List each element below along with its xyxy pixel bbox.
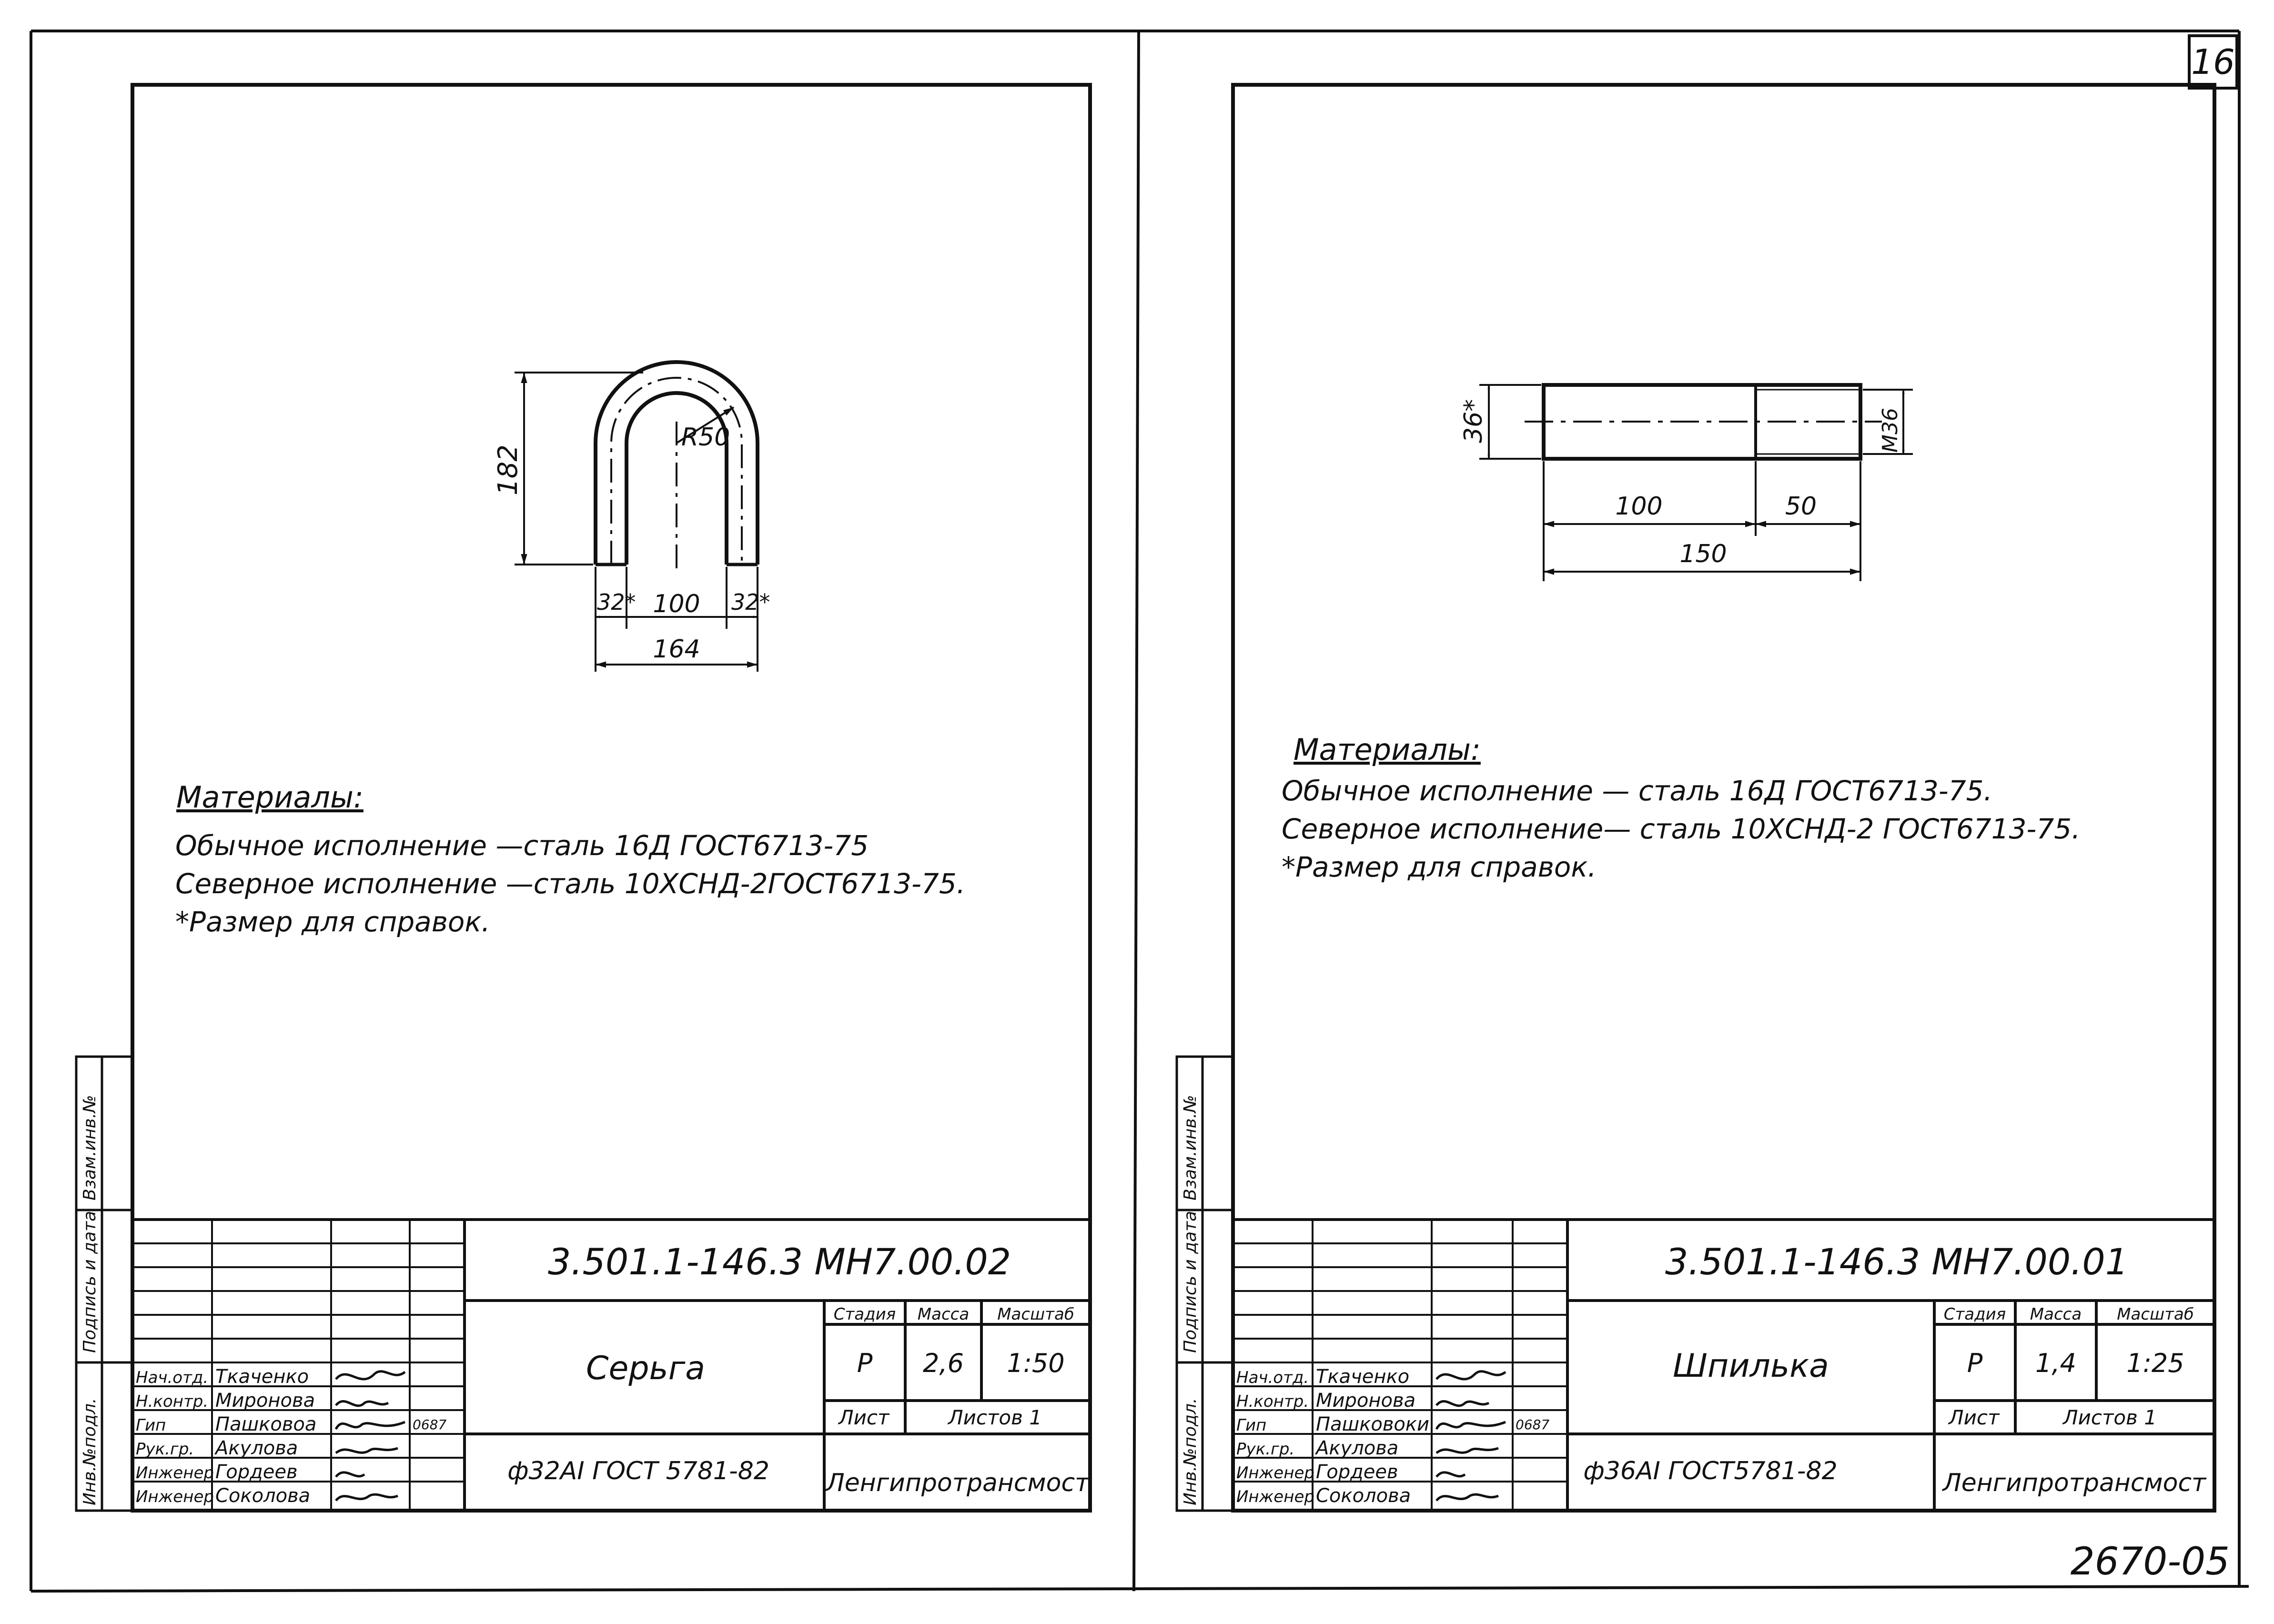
left-scale: 1:50 [1007, 1348, 1064, 1378]
left-name-5: Гордеев [215, 1461, 298, 1483]
right-stamp-label-3: Инв.№подл. [1181, 1398, 1200, 1505]
right-role-3: Гип [1236, 1416, 1266, 1435]
left-frame [131, 83, 1092, 1513]
dim-leg-right: 32* [731, 589, 770, 615]
left-mass: 2,6 [923, 1348, 964, 1378]
left-designation: 3.501.1-146.3 МН7.00.02 [548, 1241, 1011, 1283]
right-role-1: Нач.отд. [1236, 1368, 1309, 1387]
right-mass: 1,4 [2035, 1348, 2076, 1378]
right-title-block: 3.501.1-146.3 МН7.00.01 Шпилька ф36АI ГО… [1233, 1218, 2214, 1511]
dim-radius-r50: R50 [681, 423, 730, 452]
left-sheet-label: Лист [838, 1406, 890, 1429]
dim-length-100: 100 [1615, 492, 1662, 521]
dim-overall-150: 150 [1679, 540, 1727, 568]
archive-number: 2670-05 [2071, 1539, 2230, 1584]
left-sheet: Взам.инв.№ Подпись и дата Инв.№подл. 182… [75, 83, 1092, 1513]
left-date-code: 0687 [413, 1417, 446, 1432]
left-hdr-scale: Масштаб [997, 1305, 1074, 1324]
right-name-5: Гордеев [1316, 1461, 1398, 1483]
stud-dimensions [1479, 384, 1913, 581]
left-sheets-label: Листов 1 [947, 1406, 1042, 1429]
left-role-1: Нач.отд. [136, 1368, 208, 1387]
dim-length-50: 50 [1785, 492, 1817, 521]
right-designation: 3.501.1-146.3 МН7.00.01 [1665, 1241, 2128, 1283]
right-date-code: 0687 [1516, 1417, 1549, 1432]
sheet-number-box: 16 [2188, 34, 2238, 90]
right-name-1: Ткаченко [1316, 1366, 1409, 1388]
right-stamp-label-2: Подпись и дата [1181, 1211, 1200, 1353]
left-name-4: Акулова [214, 1437, 298, 1459]
right-sheet: Взам.инв.№ Подпись и дата Инв.№подл. 36* [1175, 83, 2216, 1513]
left-name-1: Ткаченко [215, 1366, 309, 1388]
left-organization: Ленгипротрансмост [825, 1469, 1090, 1497]
right-materials-line3: *Размер для справок. [1282, 851, 1597, 883]
left-materials-heading: Материалы: [176, 780, 364, 815]
right-role-6: Инженер [1236, 1487, 1314, 1506]
right-frame [1231, 83, 2216, 1513]
right-materials-line1: Обычное исполнение — сталь 16Д ГОСТ6713-… [1282, 775, 1992, 807]
dim-leg-left: 32* [597, 589, 636, 615]
left-role-2: Н.контр. [136, 1392, 208, 1411]
right-scale: 1:25 [2126, 1348, 2184, 1378]
right-name-6: Соколова [1316, 1485, 1411, 1507]
left-name-3: Пашковоа [215, 1413, 316, 1435]
dim-overall-164: 164 [653, 635, 700, 664]
sheet-number: 16 [2191, 42, 2235, 82]
right-sheet-label: Лист [1948, 1406, 2000, 1429]
left-side-stamp [75, 1055, 134, 1512]
dim-gap-100: 100 [653, 590, 700, 618]
left-name-6: Соколова [215, 1485, 310, 1507]
left-materials: Материалы: Обычное исполнение —сталь 16Д… [175, 780, 965, 938]
left-signatures [334, 1370, 406, 1502]
stud-drawing [1525, 383, 1882, 461]
right-organization: Ленгипротрансмост [1942, 1469, 2207, 1497]
right-hdr-mass: Масса [2030, 1305, 2082, 1324]
left-role-4: Рук.гр. [136, 1440, 194, 1459]
shackle-dimensions [515, 372, 758, 672]
dim-diameter-36: 36* [1459, 399, 1488, 443]
right-role-2: Н.контр. [1236, 1392, 1309, 1411]
right-materials-line2: Северное исполнение— сталь 10ХСНД-2 ГОСТ… [1282, 813, 2081, 845]
dim-height-182: 182 [493, 444, 524, 495]
right-material-spec: ф36АI ГОСТ5781-82 [1583, 1457, 1837, 1485]
right-name-2: Миронова [1316, 1390, 1415, 1412]
right-hdr-scale: Масштаб [2117, 1305, 2194, 1324]
left-stamp-label-2: Подпись и дата [80, 1211, 100, 1353]
right-signatures [1435, 1370, 1506, 1502]
right-hdr-stage: Стадия [1944, 1305, 2006, 1324]
left-part-name: Серьга [586, 1350, 705, 1387]
right-name-4: Акулова [1314, 1437, 1398, 1459]
sheet-border [30, 30, 2249, 1593]
left-materials-line1: Обычное исполнение —сталь 16Д ГОСТ6713-7… [175, 829, 869, 862]
right-materials-heading: Материалы: [1294, 732, 1481, 767]
left-stage: Р [857, 1348, 873, 1378]
shackle-drawing [594, 360, 759, 572]
dim-thread-m36: M36 [1878, 408, 1902, 453]
right-name-3: Пашковоки [1316, 1413, 1429, 1435]
left-hdr-mass: Масса [918, 1305, 969, 1324]
left-name-2: Миронова [215, 1390, 315, 1412]
left-materials-line2: Северное исполнение —сталь 10ХСНД-2ГОСТ6… [175, 867, 965, 900]
right-stage: Р [1967, 1348, 1983, 1378]
left-material-spec: ф32АI ГОСТ 5781-82 [507, 1457, 769, 1485]
right-sheets-label: Листов 1 [2062, 1406, 2157, 1429]
left-role-5: Инженер [136, 1463, 214, 1483]
right-role-5: Инженер [1236, 1463, 1314, 1483]
left-hdr-stage: Стадия [834, 1305, 896, 1324]
right-materials: Материалы: Обычное исполнение — сталь 16… [1282, 732, 2081, 883]
right-stamp-label-1: Взам.инв.№ [1181, 1095, 1200, 1200]
right-role-4: Рук.гр. [1236, 1440, 1294, 1459]
left-stamp-label-3: Инв.№подл. [80, 1398, 100, 1505]
left-role-3: Гип [136, 1416, 166, 1435]
left-title-block: 3.501.1-146.3 МН7.00.02 Серьга ф32АI ГОС… [132, 1218, 1090, 1511]
left-materials-line3: *Размер для справок. [175, 906, 490, 938]
left-stamp-label-1: Взам.инв.№ [80, 1095, 100, 1200]
right-part-name: Шпилька [1673, 1347, 1829, 1385]
left-role-6: Инженер [136, 1487, 214, 1506]
right-side-stamp [1175, 1055, 1234, 1512]
